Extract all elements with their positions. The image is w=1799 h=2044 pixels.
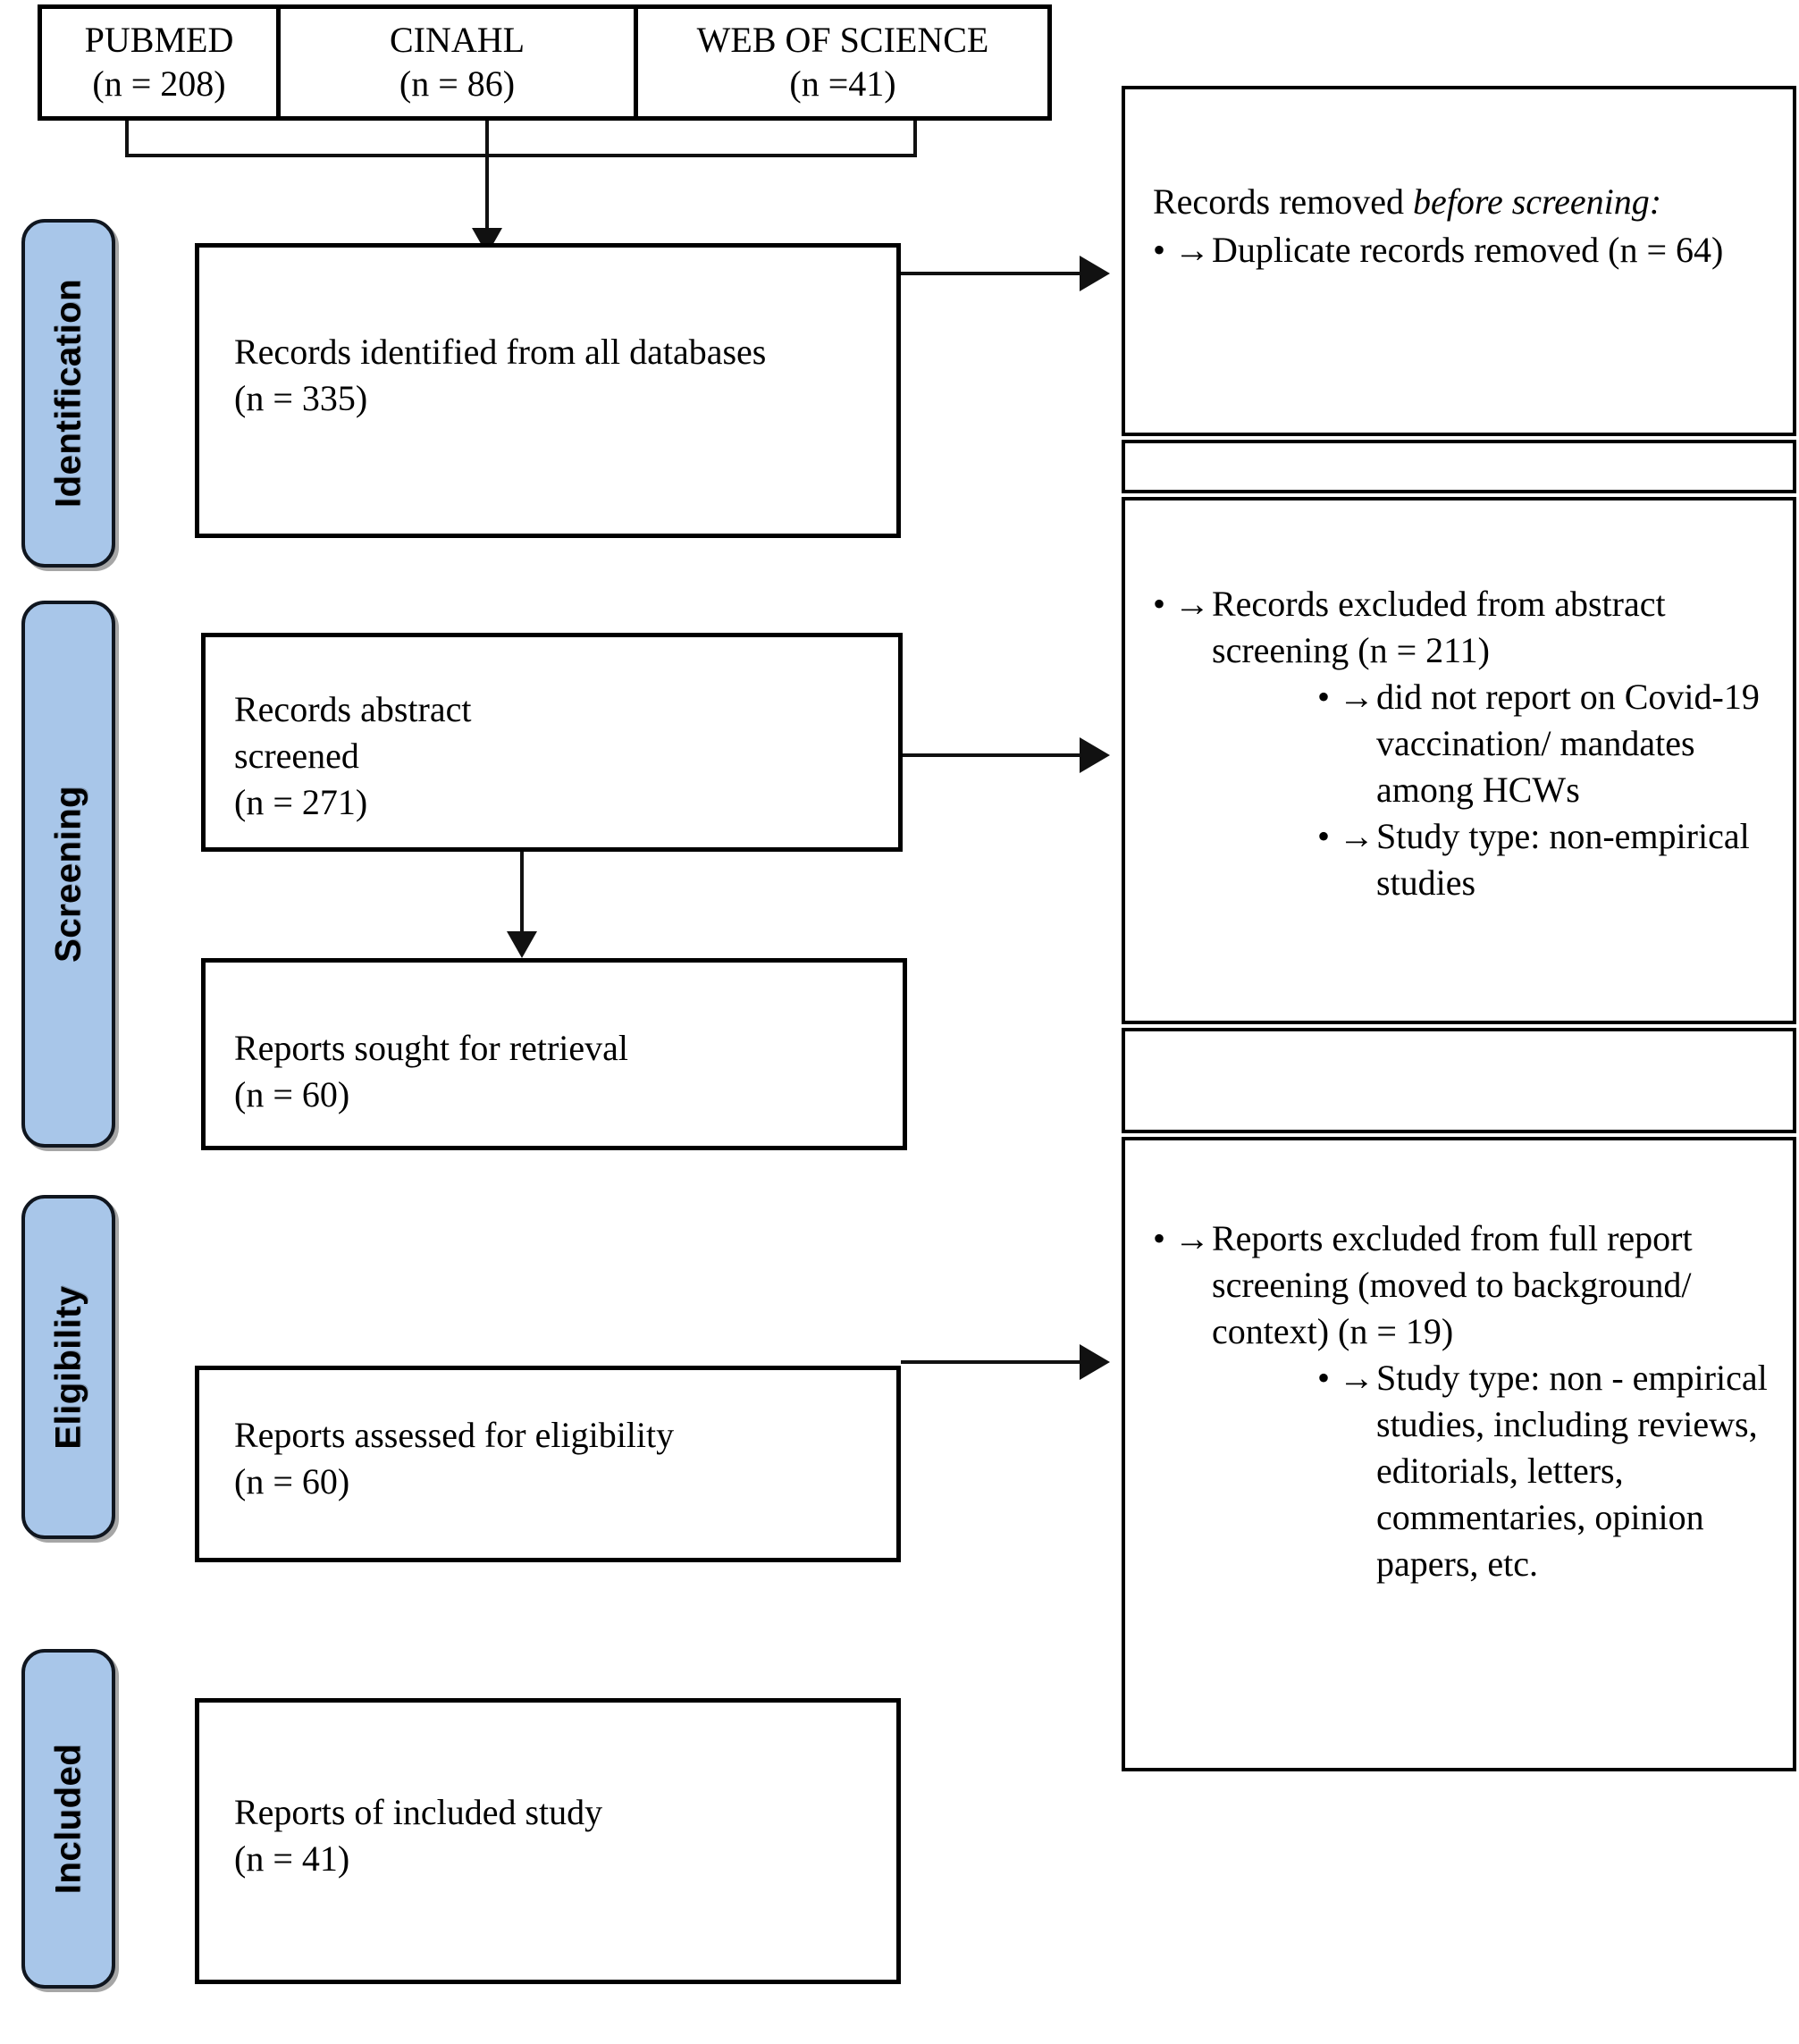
sought-retrieval-line2: (n = 60) bbox=[234, 1074, 350, 1115]
stage-pill-eligibility: Eligibility bbox=[21, 1195, 115, 1539]
divider-strip-lower bbox=[1122, 1028, 1796, 1133]
removed-lead-plain: Records removed bbox=[1153, 181, 1414, 222]
stage-pill-screening: Screening bbox=[21, 601, 115, 1148]
source-cell-web-of-science: WEB OF SCIENCE (n =41) bbox=[634, 9, 1047, 116]
box-reports-assessed-eligibility-text: Reports assessed for eligibility (n = 60… bbox=[234, 1412, 887, 1505]
removed-lead-italic: before screening: bbox=[1413, 181, 1662, 222]
stage-pill-included: Included bbox=[21, 1649, 115, 1989]
records-excluded-abstract-content: • → Records excluded from abstract scree… bbox=[1153, 581, 1770, 906]
records-excluded-abstract-list: • → Records excluded from abstract scree… bbox=[1153, 581, 1770, 906]
bullet-arrow-icon: • → bbox=[1153, 584, 1211, 624]
bullet-arrow-icon: • → bbox=[1153, 230, 1211, 270]
connector-abstract-to-sought bbox=[520, 852, 524, 937]
assessed-eligibility-line1: Reports assessed for eligibility bbox=[234, 1415, 675, 1455]
stage-label: Identification bbox=[48, 279, 88, 508]
list-item-text: did not report on Covid-19 vaccination/ … bbox=[1376, 677, 1760, 810]
source-bracket-left-tick bbox=[125, 121, 129, 156]
abstract-screened-line1: Records abstract bbox=[234, 689, 472, 729]
records-removed-before-screening-content: Records removed before screening: • → Du… bbox=[1153, 179, 1770, 273]
records-excluded-abstract-sublist: • → did not report on Covid-19 vaccinati… bbox=[1317, 674, 1770, 906]
stage-label: Eligibility bbox=[48, 1284, 88, 1450]
source-count: (n = 86) bbox=[399, 63, 516, 104]
list-item: • → Study type: non - empirical studies,… bbox=[1317, 1355, 1770, 1587]
stage-label: Screening bbox=[48, 786, 88, 963]
source-bracket-rail bbox=[125, 154, 917, 157]
connector-sources-to-identified bbox=[485, 154, 489, 234]
box-records-identified bbox=[195, 243, 901, 538]
removed-before-screening-list: • → Duplicate records removed (n = 64) bbox=[1153, 227, 1770, 273]
arrow-abstract-to-sought bbox=[507, 931, 537, 958]
source-name: PUBMED bbox=[84, 20, 234, 61]
included-study-line1: Reports of included study bbox=[234, 1792, 603, 1832]
list-item-text: Duplicate records removed (n = 64) bbox=[1212, 230, 1724, 270]
list-item: • → did not report on Covid-19 vaccinati… bbox=[1317, 674, 1770, 813]
included-study-line2: (n = 41) bbox=[234, 1838, 350, 1879]
reports-excluded-full-report-sublist: • → Study type: non - empirical studies,… bbox=[1317, 1355, 1770, 1587]
box-records-excluded-abstract-screening bbox=[1122, 497, 1796, 1024]
connector-identified-to-removed bbox=[901, 272, 1097, 275]
removed-before-screening-lead: Records removed before screening: bbox=[1153, 179, 1770, 225]
list-item-text: Records excluded from abstract screening… bbox=[1212, 584, 1666, 670]
divider-strip-upper bbox=[1122, 440, 1796, 493]
source-name: WEB OF SCIENCE bbox=[696, 20, 989, 61]
list-item: • → Reports excluded from full report sc… bbox=[1153, 1215, 1770, 1587]
bullet-arrow-icon: • → bbox=[1317, 816, 1375, 856]
box-reports-included-study bbox=[195, 1698, 901, 1984]
box-reports-included-study-text: Reports of included study (n = 41) bbox=[234, 1789, 887, 1882]
box-records-abstract-screened bbox=[201, 633, 903, 852]
arrow-identified-to-removed bbox=[1080, 256, 1110, 291]
box-records-removed-before-screening bbox=[1122, 86, 1796, 436]
arrow-abstract-to-excluded bbox=[1080, 737, 1110, 773]
arrow-eligibility-to-excluded bbox=[1080, 1344, 1110, 1380]
source-count: (n = 208) bbox=[92, 63, 226, 104]
records-identified-line2: (n = 335) bbox=[234, 378, 368, 418]
source-count: (n =41) bbox=[789, 63, 896, 104]
box-reports-sought-retrieval bbox=[201, 958, 907, 1150]
sought-retrieval-line1: Reports sought for retrieval bbox=[234, 1028, 628, 1068]
abstract-screened-line3: (n = 271) bbox=[234, 782, 368, 822]
box-records-identified-text: Records identified from all databases (n… bbox=[234, 329, 887, 422]
reports-excluded-full-report-list: • → Reports excluded from full report sc… bbox=[1153, 1215, 1770, 1587]
box-reports-excluded-full-report bbox=[1122, 1137, 1796, 1771]
list-item-text: Study type: non-empirical studies bbox=[1376, 816, 1750, 903]
box-reports-sought-retrieval-text: Reports sought for retrieval (n = 60) bbox=[234, 1025, 878, 1118]
bullet-arrow-icon: • → bbox=[1153, 1218, 1211, 1258]
reports-excluded-full-report-content: • → Reports excluded from full report sc… bbox=[1153, 1215, 1770, 1587]
list-item-text: Study type: non - empirical studies, inc… bbox=[1376, 1358, 1768, 1584]
source-databases-table: PUBMED (n = 208) CINAHL (n = 86) WEB OF … bbox=[38, 4, 1052, 121]
box-records-abstract-screened-text: Records abstract screened (n = 271) bbox=[234, 686, 860, 826]
abstract-screened-line2: screened bbox=[234, 736, 359, 776]
connector-eligibility-to-excluded bbox=[901, 1360, 1097, 1364]
source-cell-pubmed: PUBMED (n = 208) bbox=[42, 9, 276, 116]
records-identified-line1: Records identified from all databases bbox=[234, 332, 767, 372]
stage-pill-identification: Identification bbox=[21, 219, 115, 568]
list-item: • → Duplicate records removed (n = 64) bbox=[1153, 227, 1770, 273]
source-name: CINAHL bbox=[389, 20, 525, 61]
list-item: • → Study type: non-empirical studies bbox=[1317, 813, 1770, 906]
connector-abstract-to-excluded bbox=[903, 753, 1099, 757]
stage-label: Included bbox=[48, 1743, 88, 1895]
list-item: • → Records excluded from abstract scree… bbox=[1153, 581, 1770, 906]
bullet-arrow-icon: • → bbox=[1317, 1358, 1375, 1398]
bullet-arrow-icon: • → bbox=[1317, 677, 1375, 717]
source-cell-cinahl: CINAHL (n = 86) bbox=[276, 9, 634, 116]
source-bracket-mid-tick bbox=[485, 121, 489, 156]
source-bracket-right-tick bbox=[913, 121, 917, 156]
assessed-eligibility-line2: (n = 60) bbox=[234, 1461, 350, 1501]
list-item-text: Reports excluded from full report screen… bbox=[1212, 1218, 1693, 1351]
box-reports-assessed-eligibility bbox=[195, 1366, 901, 1562]
